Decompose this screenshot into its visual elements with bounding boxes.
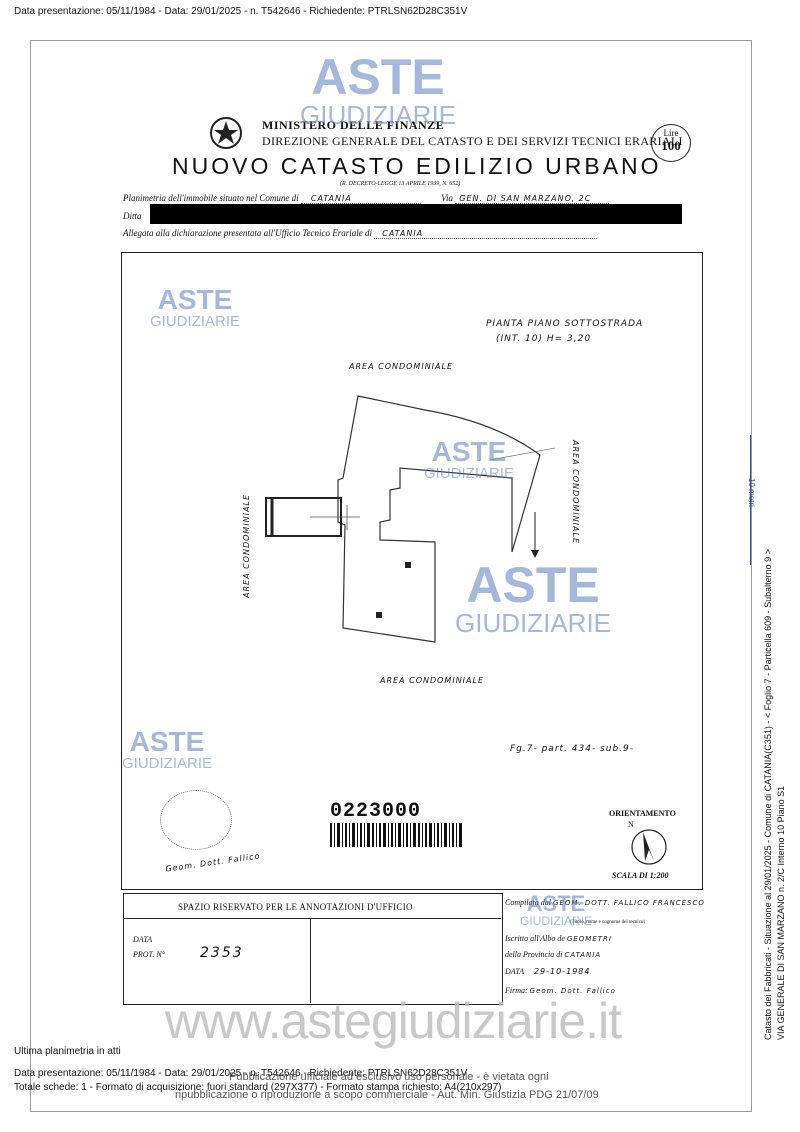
side-caption-1: Catasto dei Fabbricati - Situazione al 2… bbox=[763, 549, 773, 1040]
area-bottom-label: AREA CONDOMINIALE bbox=[380, 676, 485, 685]
watermark-2: ASTE GIUDIZIARIE bbox=[150, 284, 241, 330]
decree-note: (R. DECRETO-LEGGE 13 APRILE 1939, N. 652… bbox=[340, 181, 461, 187]
office-data-label: DATA bbox=[133, 935, 153, 944]
watermark-giudiziarie: GIUDIZIARIE bbox=[300, 100, 457, 130]
iscritto-line: Iscritto all'Albo de GEOMETRI bbox=[505, 934, 612, 943]
footer-ultima: Ultima planimetria in atti bbox=[14, 1046, 121, 1057]
watermark-4: ASTE GIUDIZIARIE bbox=[455, 560, 611, 636]
barcode-bars-icon bbox=[330, 823, 462, 847]
data2-label: DATA bbox=[505, 967, 524, 976]
north-arrow-icon bbox=[630, 828, 668, 871]
revenue-stamp: Lire 100 bbox=[651, 124, 691, 162]
office-line-label: Allegata alla dichiarazione presentata a… bbox=[123, 228, 372, 238]
side-caption-2: VIA GENERALE DI SAN MARZANO n. 2/C Inter… bbox=[776, 785, 786, 1040]
location-label: Planimetria dell'immobile situato nel Co… bbox=[123, 193, 299, 203]
document-title: NUOVO CATASTO EDILIZIO URBANO bbox=[172, 153, 662, 179]
watermark-giudiziarie: GIUDIZIARIE bbox=[455, 608, 612, 638]
footer-line-2: Totale schede: 1 - Formato di acquisizio… bbox=[14, 1082, 502, 1093]
watermark-giudiziarie: GIUDIZIARIE bbox=[520, 914, 593, 928]
cadastral-reference: Fg.7- part. 434- sub.9- bbox=[510, 744, 634, 754]
plan-title-1: PIANTA PIANO SOTTOSTRADA bbox=[486, 319, 644, 329]
data2-line: DATA 29-10-1984 bbox=[505, 967, 590, 976]
stamp-lire: Lire bbox=[663, 128, 679, 138]
compiled-value: GEOM. DOTT. FALLICO FRANCESCO bbox=[553, 899, 705, 907]
iscritto-value: GEOMETRI bbox=[566, 935, 612, 943]
watermark-aste: ASTE bbox=[466, 557, 600, 613]
watermark-6: ASTE GIUDIZIARIE bbox=[520, 891, 593, 928]
provincia-label: della Provincia di bbox=[505, 950, 563, 959]
barcode: 0223000 bbox=[330, 800, 464, 852]
office-seal-icon bbox=[160, 790, 232, 850]
office-box bbox=[123, 893, 503, 1005]
office-box-divider-v bbox=[310, 918, 311, 1003]
watermark-aste: ASTE bbox=[526, 891, 586, 916]
iscritto-label: Iscritto all'Albo de bbox=[505, 934, 565, 943]
redacted-owner bbox=[150, 204, 682, 224]
plan-frame bbox=[121, 252, 703, 890]
office-prot-value: 2353 bbox=[200, 945, 244, 961]
republic-emblem-icon bbox=[208, 115, 244, 151]
footer-notice-2: ripubblicazione o riproduzione a scopo c… bbox=[175, 1089, 599, 1101]
scale-bar-label: 10 metri bbox=[747, 478, 756, 507]
firma-line: Firma: Geom. Dott. Fallico bbox=[505, 986, 616, 995]
watermark-5: ASTE GIUDIZIARIE bbox=[122, 726, 213, 772]
compiled-line: Compilata dal GEOM. DOTT. FALLICO FRANCE… bbox=[505, 898, 705, 907]
barcode-number: 0223000 bbox=[330, 800, 422, 823]
watermark-aste: ASTE bbox=[129, 726, 205, 757]
compiled-note: (Titolo, nome e cognome del tecnico) bbox=[570, 920, 646, 925]
watermark-aste: ASTE bbox=[311, 49, 445, 105]
orientation-label: ORIENTAMENTO bbox=[609, 809, 676, 818]
plan-title-2: (INT. 10) H= 3,20 bbox=[496, 334, 592, 344]
location-comune: CATANIA bbox=[300, 194, 421, 204]
watermark-aste: ASTE bbox=[431, 436, 507, 467]
area-right-label: AREA CONDOMINIALE bbox=[571, 440, 580, 545]
document-header: Data presentazione: 05/11/1984 - Data: 2… bbox=[14, 6, 468, 17]
watermark-giudiziarie: GIUDIZIARIE bbox=[150, 313, 241, 330]
via-label: Via bbox=[441, 193, 454, 203]
page-frame bbox=[30, 40, 752, 1112]
scale-bar bbox=[750, 435, 751, 565]
location-line: Planimetria dell'immobile situato nel Co… bbox=[123, 193, 683, 204]
watermark-giudiziarie: GIUDIZIARIE bbox=[424, 465, 515, 482]
watermark-url: www.astegiudiziarie.it bbox=[165, 993, 622, 1049]
provincia-line: della Provincia di CATANIA bbox=[505, 950, 601, 959]
floor-plan-drawing bbox=[265, 395, 556, 643]
office-prot-label: PROT. N° bbox=[133, 950, 165, 959]
area-top-label: AREA CONDOMINIALE bbox=[349, 362, 454, 371]
direction-title: DIREZIONE GENERALE DEL CATASTO E DEI SER… bbox=[262, 134, 683, 148]
ministry-title: MINISTERO DELLE FINANZE bbox=[262, 118, 445, 132]
office-box-header: SPAZIO RISERVATO PER LE ANNOTAZIONI D'UF… bbox=[178, 902, 413, 912]
via-value: GEN. DI SAN MARZANO, 2C bbox=[455, 194, 610, 204]
office-line: Allegata alla dichiarazione presentata a… bbox=[123, 228, 693, 239]
footer-line-1: Data presentazione: 05/11/1984 - Data: 2… bbox=[14, 1068, 468, 1079]
firma-label: Firma: bbox=[505, 986, 528, 995]
watermark-1: ASTE GIUDIZIARIE bbox=[300, 52, 456, 128]
office-line-value: CATANIA bbox=[374, 229, 598, 239]
stamp-value: 100 bbox=[661, 138, 681, 153]
ditta-label: Ditta bbox=[123, 211, 142, 221]
scale-label: SCALA DI 1:200 bbox=[612, 871, 669, 880]
compiled-label: Compilata dal bbox=[505, 898, 552, 907]
footer-notice-1: Pubblicazione ufficiale ad esclusivo uso… bbox=[229, 1071, 549, 1083]
firma-value: Geom. Dott. Fallico bbox=[529, 987, 616, 995]
provincia-value: CATANIA bbox=[564, 951, 602, 959]
north-label: N bbox=[628, 820, 634, 829]
watermark-3: ASTE GIUDIZIARIE bbox=[424, 436, 515, 482]
data2-value: 29-10-1984 bbox=[533, 967, 591, 976]
watermark-aste: ASTE bbox=[157, 284, 233, 315]
watermark-giudiziarie: GIUDIZIARIE bbox=[122, 755, 213, 772]
office-box-divider-h bbox=[123, 918, 501, 919]
